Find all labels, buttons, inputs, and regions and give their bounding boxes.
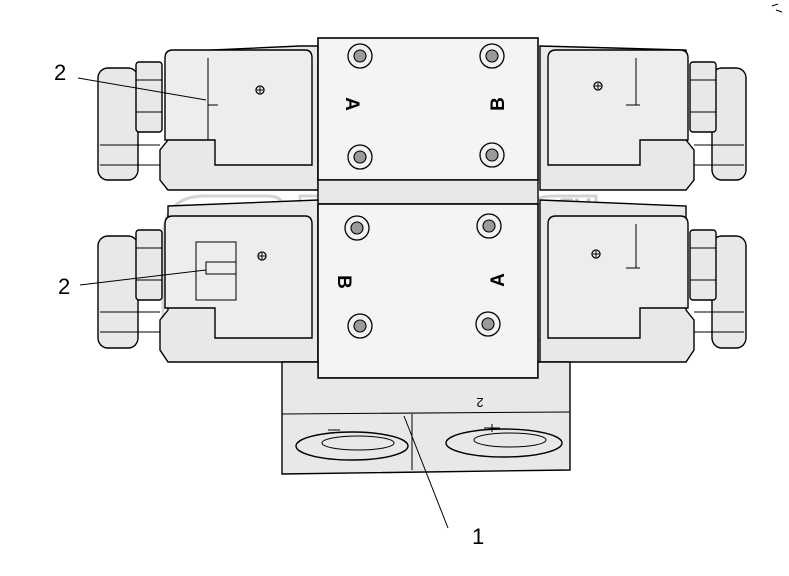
callout-label-lower: 2 — [58, 274, 70, 299]
lower-valve: B A — [97, 199, 747, 379]
upper-bolt-top-left — [347, 43, 373, 69]
callout-base: 1 — [403, 415, 484, 549]
lower-bolt-top-right — [476, 213, 502, 239]
callout-upper-coil: 2 — [54, 60, 207, 101]
upper-port-label-left: A — [341, 97, 362, 111]
lower-port-label-left: B — [333, 275, 354, 289]
upper-bolt-bottom-left — [347, 144, 373, 170]
corner-mark — [771, 3, 783, 13]
lower-bolt-bottom-right — [475, 311, 501, 337]
upper-valve: A B — [97, 37, 747, 191]
lower-port-label-right: A — [488, 273, 509, 287]
upper-bolt-top-right — [479, 43, 505, 69]
callout-lower-coil: 2 — [58, 269, 207, 299]
lower-bolt-bottom-left — [347, 313, 373, 339]
lower-bolt-top-left — [344, 215, 370, 241]
upper-bolt-bottom-right — [479, 142, 505, 168]
callout-label-upper: 2 — [54, 60, 66, 85]
subplate-mark: 2 — [476, 395, 483, 410]
upper-port-label-right: B — [488, 97, 509, 111]
subplate-base: 2 — [281, 361, 571, 475]
valve-spacer — [317, 179, 539, 205]
callout-label-base: 1 — [472, 524, 484, 549]
